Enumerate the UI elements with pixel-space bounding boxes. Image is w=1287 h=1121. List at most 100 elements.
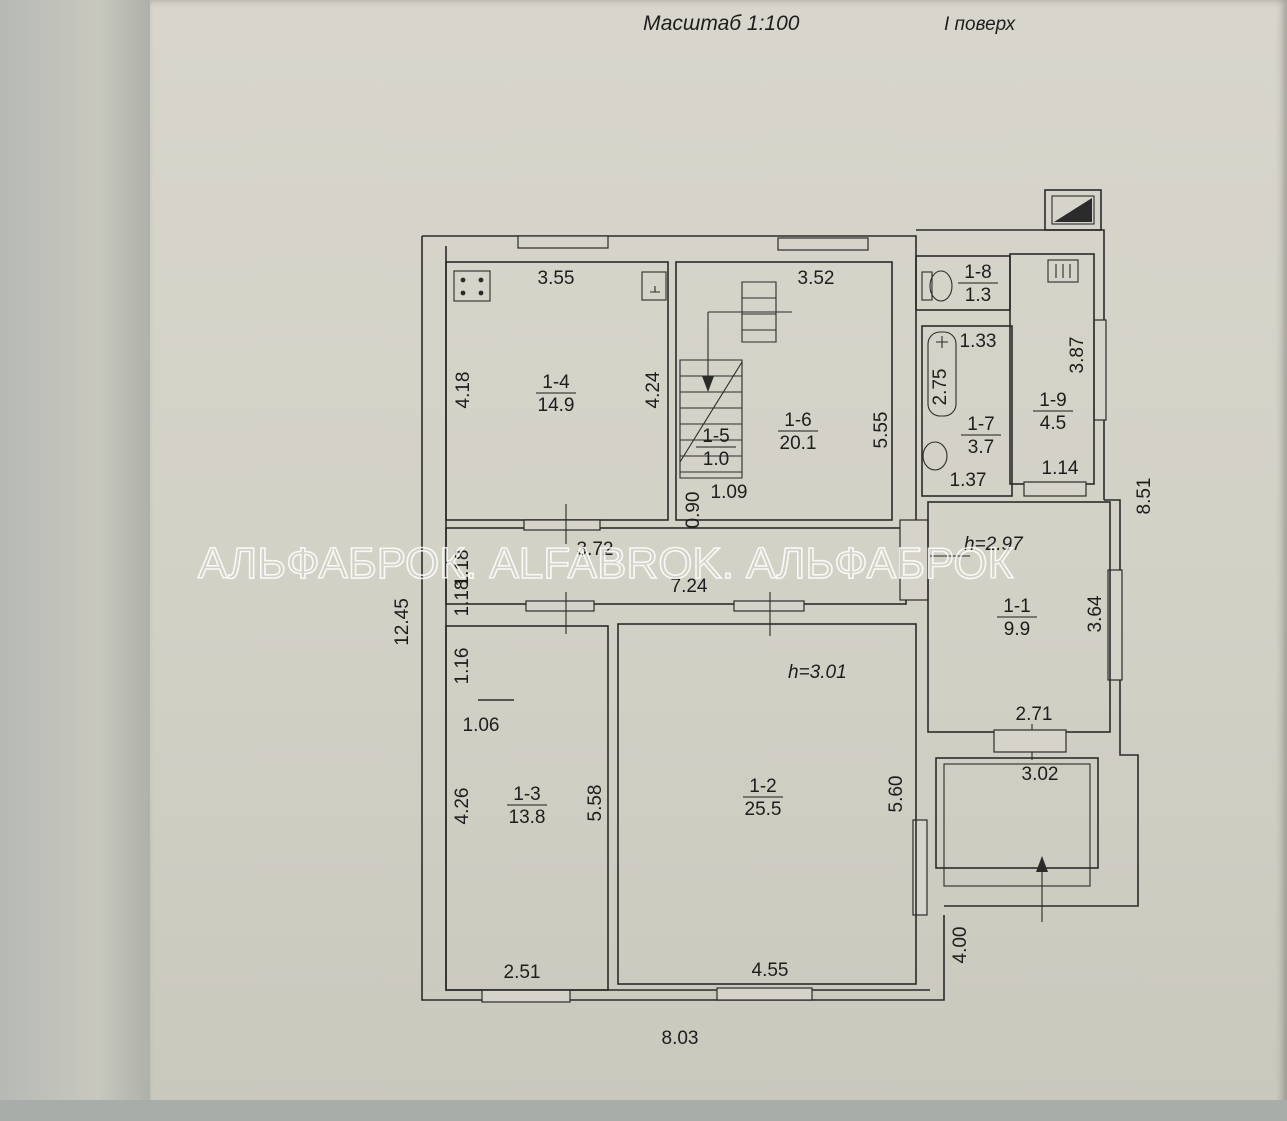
room-1-5-walls	[679, 359, 743, 479]
room-label-1-1: 1-19.9	[997, 596, 1037, 640]
table-surface	[0, 1100, 1287, 1121]
room-id: 1-7	[967, 414, 994, 435]
legend-hatch-icon	[1054, 198, 1092, 222]
dimension-label: 8.51	[1134, 478, 1155, 515]
watermark-text: АЛЬФАБРОК. ALFABROK. АЛЬФАБРОК	[198, 539, 1014, 588]
outer-wall-main	[421, 235, 945, 1001]
dimension-label: 3.55	[538, 268, 575, 289]
scale-heading: Масштаб 1:100	[643, 12, 800, 35]
dimension-label: 3.64	[1085, 595, 1106, 632]
dimension-label: 2.51	[504, 962, 541, 983]
door-1-4	[523, 519, 601, 531]
dimension-label: 1.16	[452, 648, 473, 685]
window-bottom-2	[716, 987, 813, 1001]
dimension-label: 1.09	[711, 482, 748, 503]
room-label-1-3: 1-313.8	[507, 784, 547, 828]
window-right-1	[1093, 319, 1107, 421]
room-id: 1-6	[784, 410, 811, 431]
boiler-icon	[1047, 259, 1079, 283]
room-area: 1.0	[703, 449, 729, 470]
entrance-arrow-icon	[1036, 856, 1048, 872]
room-id: 1-3	[513, 784, 540, 805]
floor-heading: I поверх	[944, 14, 1017, 35]
upper-stairs-icon	[741, 281, 777, 343]
dimension-label: 4.26	[452, 788, 473, 825]
room-id: 1-9	[1039, 390, 1066, 411]
room-area: 25.5	[745, 799, 782, 820]
room-label-1-7: 1-73.7	[961, 414, 1001, 458]
dimension-label: 7.24	[671, 576, 708, 597]
dimension-label: 4.00	[950, 927, 971, 964]
window-right-3	[912, 819, 928, 916]
room-1-2-walls	[617, 623, 917, 985]
room-area: 1.3	[965, 285, 991, 306]
dimension-label: 1.18	[452, 550, 473, 587]
dimension-label: 4.55	[752, 960, 789, 981]
room-1-3-walls	[445, 625, 609, 991]
dimension-label: 5.55	[871, 412, 892, 449]
window-right-2	[1107, 569, 1123, 681]
room-label-1-4: 1-414.9	[536, 372, 576, 416]
dimension-label: 5.58	[585, 785, 606, 822]
legend-inner	[1051, 195, 1095, 225]
window-top-2	[777, 237, 869, 251]
room-id: 1-1	[1003, 596, 1030, 617]
stove-icon	[453, 270, 491, 302]
room-labels: 1-414.91-51.01-620.11-81.31-73.71-94.51-…	[507, 262, 1073, 828]
door-1-2	[733, 600, 805, 612]
door-1-9	[1023, 481, 1087, 497]
room-id: 1-4	[542, 372, 570, 393]
room-label-1-8: 1-81.3	[958, 262, 998, 306]
bathtub-icon	[927, 331, 957, 417]
dimension-label: 8.03	[662, 1028, 699, 1049]
room-label-1-5: 1-51.0	[696, 426, 736, 470]
dimension-label: 12.45	[392, 598, 413, 646]
height-label-1-2: h=3.01	[788, 662, 847, 683]
dimension-label: 1.33	[960, 331, 997, 352]
dimension-label: 4.18	[453, 372, 474, 409]
dimension-label: 1.18	[452, 580, 473, 617]
dimension-label: 4.24	[643, 371, 664, 408]
room-area: 20.1	[780, 433, 817, 454]
dimension-label: 1.14	[1042, 458, 1079, 479]
room-area: 3.7	[968, 437, 994, 458]
facing-page	[0, 0, 160, 1121]
stair-arrow-icon	[702, 376, 714, 392]
dimension-label: 3.52	[798, 268, 835, 289]
dimension-label: 3.87	[1067, 337, 1088, 374]
outer-wall-main-inner	[445, 246, 930, 991]
room-area: 13.8	[509, 807, 546, 828]
door-1-1-exit	[993, 729, 1067, 753]
door-1-3	[525, 600, 595, 612]
dimension-label: 1.37	[950, 470, 987, 491]
room-id: 1-5	[702, 426, 729, 447]
room-area: 4.5	[1040, 413, 1066, 434]
height-label-1-1: h=2.97	[964, 534, 1024, 555]
room-1-6-walls	[675, 261, 893, 521]
dimension-label: 5.60	[886, 776, 907, 813]
dimension-label: 3.02	[1022, 764, 1059, 785]
dimension-label: 2.71	[1016, 704, 1053, 725]
dimension-label: 2.75	[930, 369, 951, 406]
room-1-7-walls	[921, 325, 1013, 497]
room-label-1-6: 1-620.1	[778, 410, 818, 454]
dimension-label: 0.90	[683, 492, 704, 529]
dimension-labels: 3.55 4.18 4.24 3.52 5.55 1.09 0.90 1.18 1.33 2.75…	[392, 268, 1155, 1049]
porch-walls	[935, 757, 1099, 869]
dimension-label: 3.72	[577, 539, 614, 560]
window-top-1	[517, 235, 609, 249]
toilet-icon	[929, 270, 953, 302]
dimension-label: 1.06	[463, 715, 500, 736]
room-area: 9.9	[1004, 619, 1030, 640]
sink-icon	[641, 271, 667, 301]
room-label-1-9: 1-94.5	[1033, 390, 1073, 434]
floor-plan-page	[150, 0, 1287, 1121]
room-label-1-2: 1-225.5	[743, 776, 783, 820]
room-id: 1-2	[749, 776, 776, 797]
washbasin-icon	[922, 441, 948, 471]
window-bottom-1	[481, 989, 571, 1003]
room-id: 1-8	[964, 262, 991, 283]
room-area: 14.9	[538, 395, 575, 416]
